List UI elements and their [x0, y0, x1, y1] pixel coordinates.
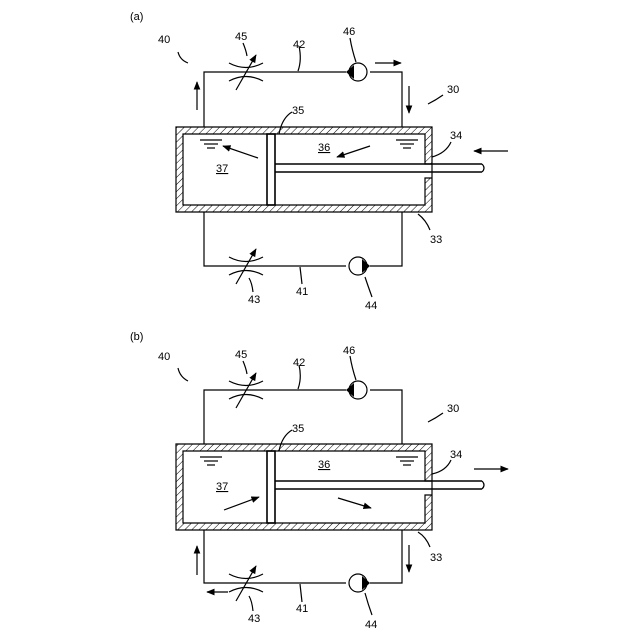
piston-rod — [275, 481, 484, 489]
ref-label-45: 45 — [235, 31, 247, 43]
ref-label-33: 33 — [430, 552, 442, 564]
fluid-level-icon — [200, 140, 418, 148]
ref-label-33: 33 — [430, 234, 442, 246]
ref-label-40: 40 — [158, 351, 170, 363]
ref-label-43: 43 — [248, 294, 260, 306]
check-valve-icon — [349, 257, 370, 275]
ref-label-37: 37 — [216, 163, 228, 175]
ref-label-40: 40 — [158, 34, 170, 46]
line-42-upper — [204, 72, 402, 127]
flow-arrow — [224, 497, 259, 510]
panel-tag: (a) — [130, 11, 143, 23]
piston — [267, 134, 275, 205]
ref-label-36: 36 — [318, 142, 330, 154]
ref-label-35: 35 — [292, 423, 304, 435]
ref-label-42: 42 — [293, 39, 305, 51]
ref-label-30: 30 — [447, 403, 459, 415]
ref-label-44: 44 — [365, 300, 377, 312]
panel-tag: (b) — [130, 331, 143, 343]
ref-label-36: 36 — [318, 459, 330, 471]
ref-label-34: 34 — [450, 449, 462, 461]
flow-arrow — [223, 146, 258, 158]
ref-label-43: 43 — [248, 613, 260, 625]
ref-label-41: 41 — [296, 286, 308, 298]
ref-label-35: 35 — [292, 105, 304, 117]
check-valve-icon — [349, 574, 370, 592]
ref-label-45: 45 — [235, 349, 247, 361]
ref-label-41: 41 — [296, 603, 308, 615]
ref-label-30: 30 — [447, 84, 459, 96]
panel-a: (a) — [130, 11, 508, 312]
fluid-level-icon — [200, 457, 418, 465]
check-valve-icon — [346, 63, 367, 81]
line-41-lower — [204, 212, 402, 266]
line-42-upper — [204, 390, 402, 444]
flow-arrow — [337, 146, 370, 157]
piston-rod — [275, 164, 484, 172]
panel-b: (b) — [130, 331, 508, 631]
line-41-lower — [204, 530, 402, 583]
ref-label-44: 44 — [365, 619, 377, 631]
piston — [267, 451, 275, 523]
ref-label-34: 34 — [450, 130, 462, 142]
ref-label-42: 42 — [293, 357, 305, 369]
ref-label-46: 46 — [343, 345, 355, 357]
flow-arrow — [338, 498, 371, 508]
check-valve-icon — [346, 381, 367, 399]
ref-label-46: 46 — [343, 26, 355, 38]
ref-label-37: 37 — [216, 481, 228, 493]
